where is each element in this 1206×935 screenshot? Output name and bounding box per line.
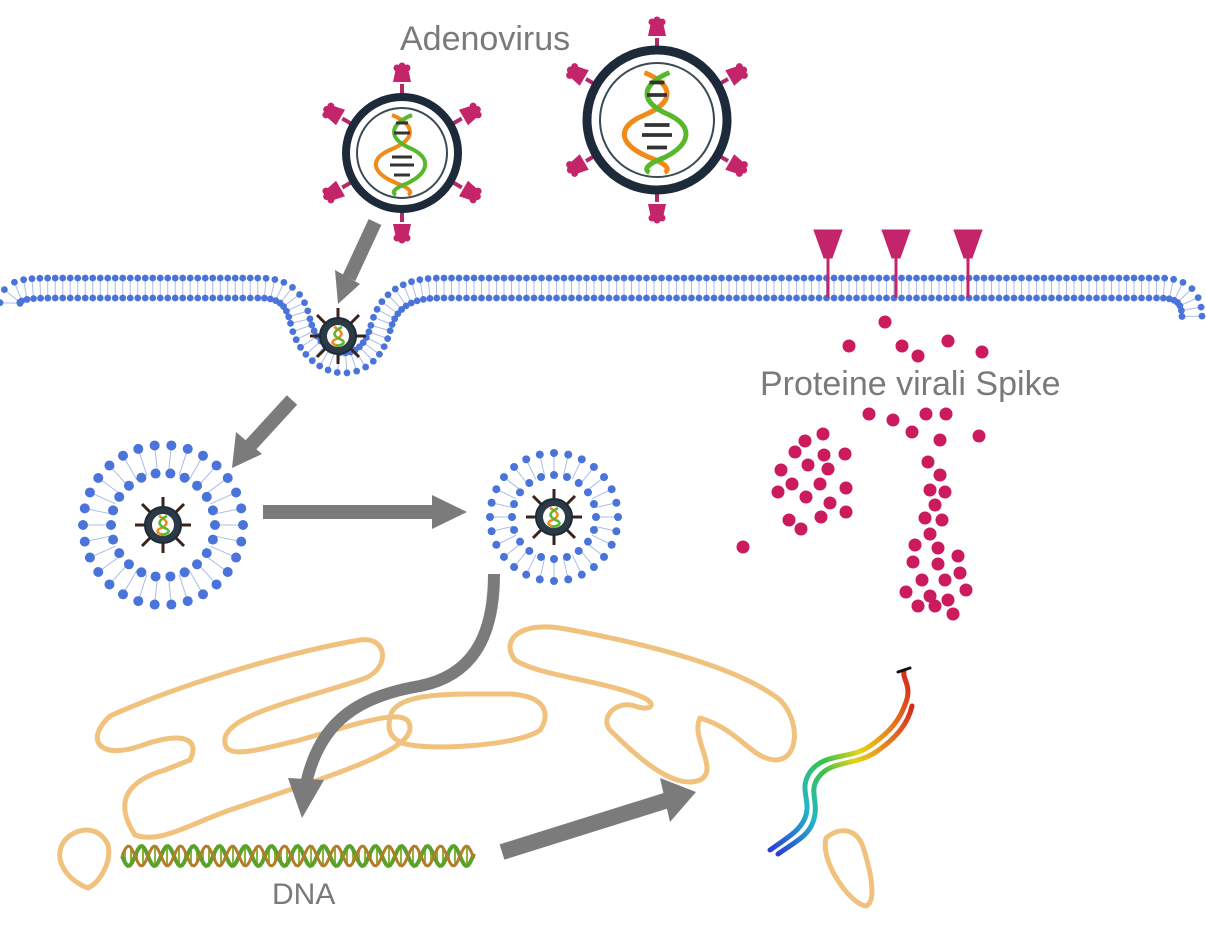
arrow-virus-to-membrane (335, 219, 382, 304)
arrow-endosome-to-endosome (263, 495, 467, 529)
endosome-large (78, 440, 248, 610)
arrow-membrane-to-endosome (232, 395, 298, 468)
adenovirus-icon (317, 60, 487, 246)
dna-label: DNA (272, 878, 335, 911)
endosome-small (486, 449, 622, 585)
mrna-strand-icon (767, 666, 915, 857)
adenovirus-large-icon (560, 14, 754, 226)
endosome-small-virus (524, 487, 584, 547)
adenovirus-label: Adenovirus (400, 20, 570, 58)
arrow-endosome-to-nucleus (288, 573, 500, 818)
spike-protein-dots (736, 315, 989, 621)
cell-membrane (0, 274, 1206, 377)
endoplasmic-reticulum (57, 624, 875, 909)
dna-helix-icon (120, 843, 476, 869)
arrow-dna-to-mrna (499, 778, 696, 860)
virus-entering-cell (308, 306, 368, 366)
membrane-spike-proteins (813, 229, 983, 298)
spike-protein-label: Proteine virali Spike (760, 365, 1060, 403)
endosome-large-virus (133, 495, 193, 555)
